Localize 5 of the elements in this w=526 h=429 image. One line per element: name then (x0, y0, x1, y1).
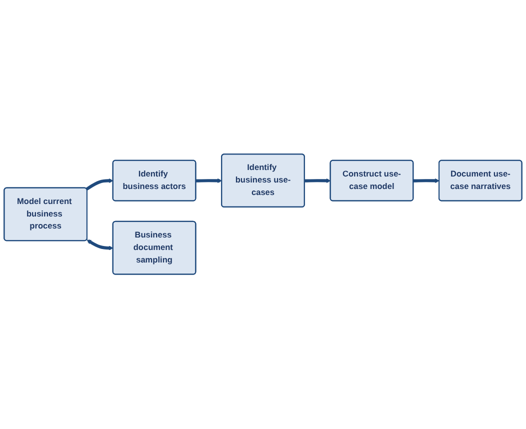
arrow (86, 240, 114, 251)
arrow (413, 178, 440, 184)
arrow (86, 178, 114, 191)
arrow (304, 178, 331, 184)
arrow (196, 178, 222, 184)
